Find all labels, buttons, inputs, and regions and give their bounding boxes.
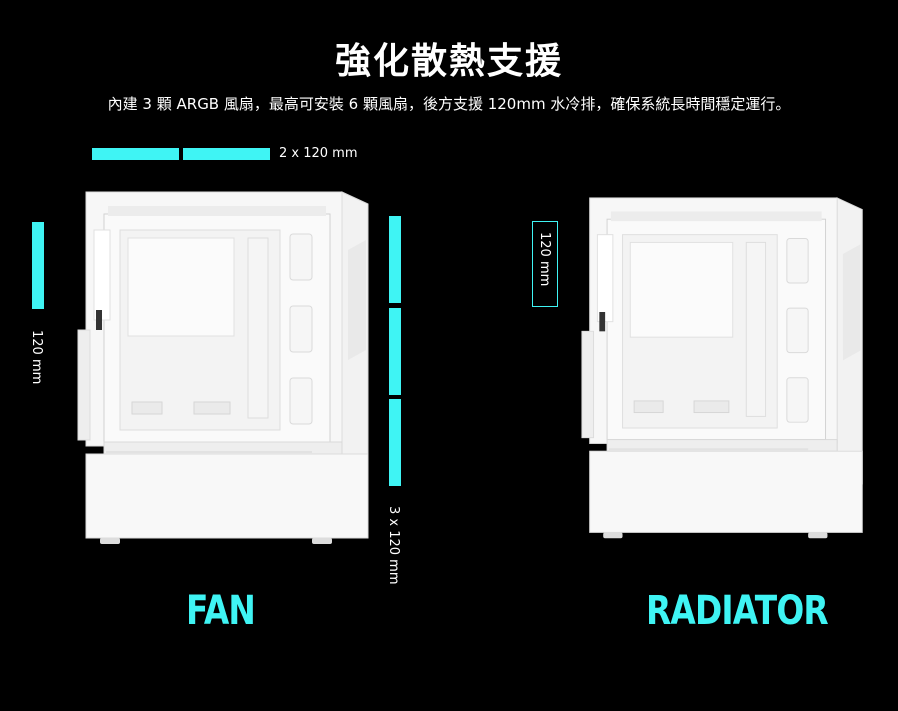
top-fan-label: 2 x 120 mm [279,146,358,161]
front-fan-bar-2 [389,308,401,395]
front-fan-bar-1 [389,216,401,303]
page-title: 強化散熱支援 [334,41,563,82]
pc-case-image [77,191,369,545]
page-subtitle: 內建 3 顆 ARGB 風扇，最高可安裝 6 顆風扇，後方支援 120mm 水冷… [107,95,791,113]
front-fan-bar-3 [389,399,401,486]
radiator-section-title: RADIATOR [646,588,829,634]
top-fan-bar-2 [183,148,270,160]
rear-radiator-outline [532,221,558,307]
rear-radiator-label: 120 mm [537,232,552,287]
fan-section-title: FAN [186,588,256,634]
top-fan-bar-1 [92,148,179,160]
rear-fan-label: 120 mm [29,330,44,385]
rear-fan-bar [32,222,44,309]
pc-case-image-radiator [580,196,864,540]
front-fan-label: 3 x 120 mm [386,506,401,585]
